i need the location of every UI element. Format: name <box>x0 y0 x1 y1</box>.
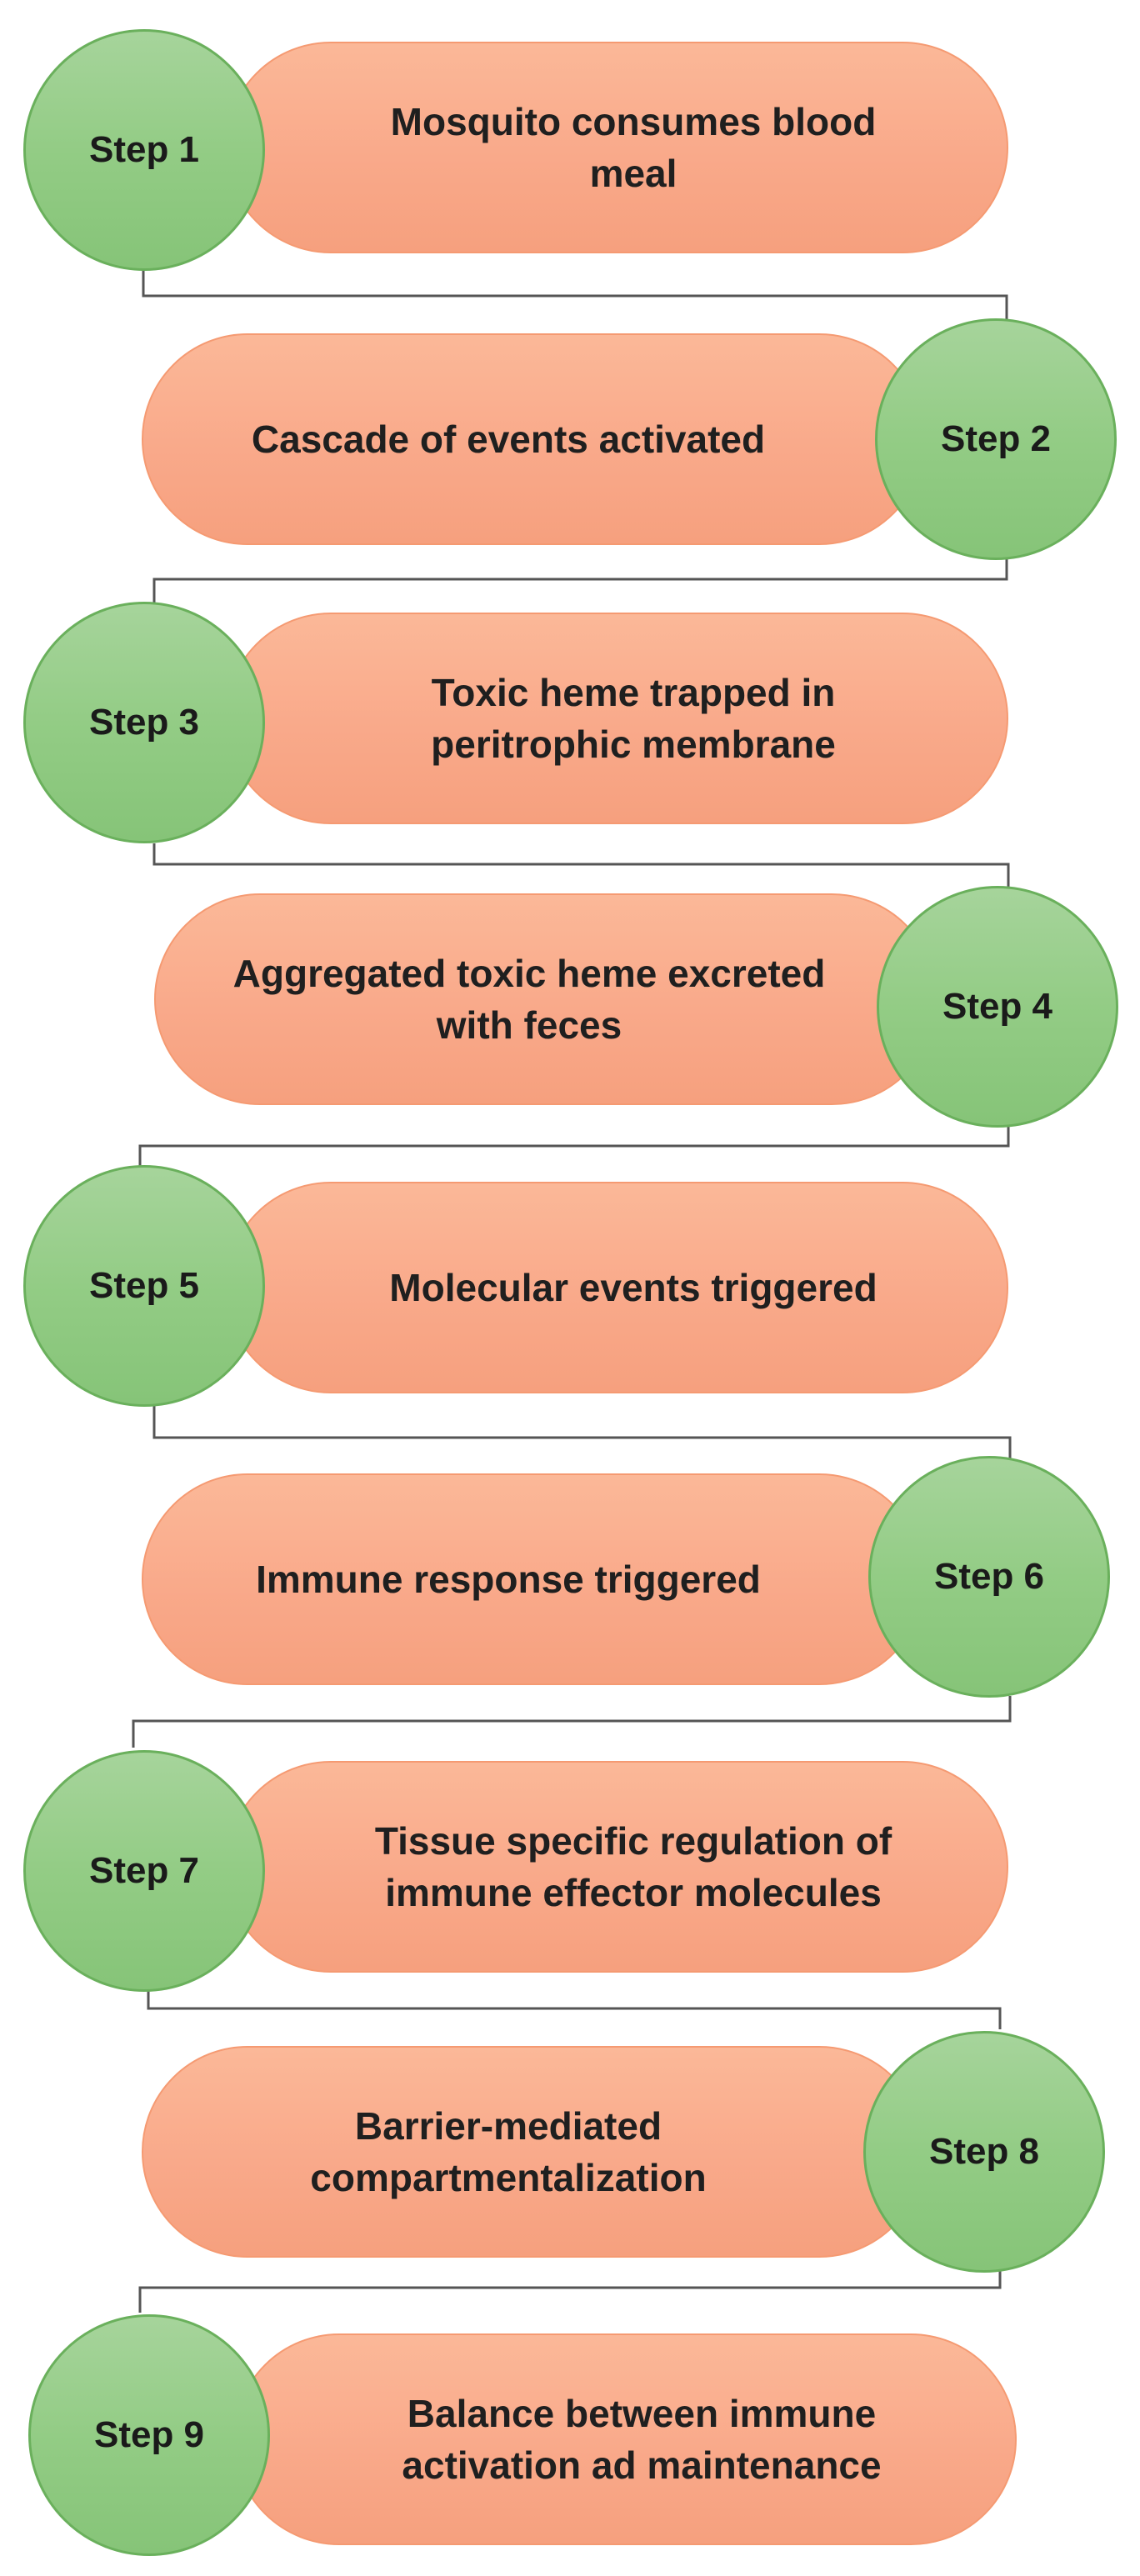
step-8-description: Barrier-mediated compartmentalization <box>310 2104 707 2199</box>
connector-3-4 <box>152 843 1010 889</box>
step-5-label: Step 5 <box>88 1265 200 1306</box>
step-2-box: Cascade of events activated <box>142 333 925 545</box>
step-9-label: Step 9 <box>93 2414 205 2455</box>
step-4-box: Aggregated toxic heme excreted with fece… <box>154 893 938 1105</box>
step-4-circle: Step 4 <box>877 886 1118 1128</box>
connector-1-2 <box>142 267 1008 321</box>
step-2-circle: Step 2 <box>875 318 1117 560</box>
step-1-box: Mosquito consumes blood meal <box>225 42 1008 253</box>
step-1-label: Step 1 <box>88 129 200 170</box>
step-1-description: Mosquito consumes blood meal <box>390 100 877 195</box>
step-9-description: Balance between immune activation ad mai… <box>402 2392 882 2487</box>
step-4-description: Aggregated toxic heme excreted with fece… <box>232 952 826 1047</box>
step-6-label: Step 6 <box>933 1556 1045 1597</box>
step-7-box: Tissue specific regulation of immune eff… <box>225 1761 1008 1973</box>
connector-2-3 <box>152 558 1008 607</box>
step-6-circle: Step 6 <box>868 1456 1110 1698</box>
connector-5-6 <box>152 1404 1012 1460</box>
step-5-description: Molecular events triggered <box>389 1266 878 1309</box>
step-7-circle: Step 7 <box>23 1750 265 1992</box>
step-3-box: Toxic heme trapped in peritrophic membra… <box>225 613 1008 824</box>
step-1-circle: Step 1 <box>23 29 265 271</box>
step-8-circle: Step 8 <box>863 2031 1105 2273</box>
step-8-label: Step 8 <box>928 2131 1040 2172</box>
step-5-box: Molecular events triggered <box>225 1182 1008 1393</box>
step-9-circle: Step 9 <box>28 2314 270 2556</box>
step-4-label: Step 4 <box>942 986 1053 1027</box>
step-3-circle: Step 3 <box>23 602 265 843</box>
step-3-label: Step 3 <box>88 702 200 743</box>
step-7-label: Step 7 <box>88 1850 200 1891</box>
step-6-description: Immune response triggered <box>256 1558 761 1601</box>
step-6-box: Immune response triggered <box>142 1473 925 1685</box>
connector-6-7 <box>132 1696 1012 1748</box>
step-9-box: Balance between immune activation ad mai… <box>233 2333 1017 2545</box>
step-3-description: Toxic heme trapped in peritrophic membra… <box>431 671 836 766</box>
step-2-label: Step 2 <box>940 418 1052 459</box>
connector-4-5 <box>138 1125 1010 1171</box>
step-8-box: Barrier-mediated compartmentalization <box>142 2046 925 2258</box>
step-2-description: Cascade of events activated <box>251 418 766 461</box>
connector-8-9 <box>138 2267 1002 2313</box>
step-7-description: Tissue specific regulation of immune eff… <box>374 1819 892 1914</box>
step-5-circle: Step 5 <box>23 1165 265 1407</box>
connector-7-8 <box>147 1983 1002 2029</box>
